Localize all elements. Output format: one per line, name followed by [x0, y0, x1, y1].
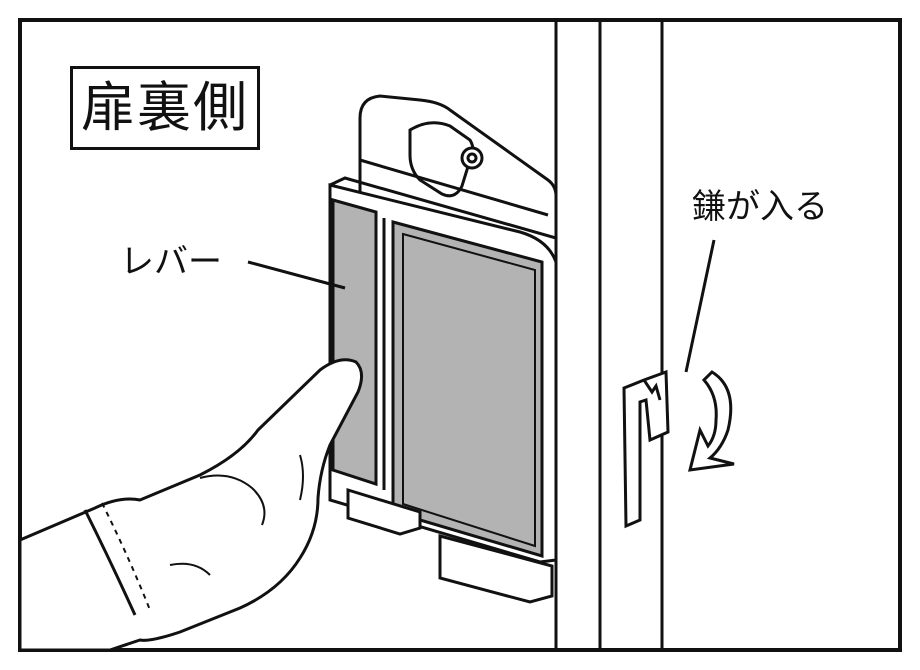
rotation-arrow-icon	[688, 370, 735, 472]
lever-panel-left	[331, 198, 378, 487]
latch-pointer-line	[684, 239, 716, 373]
lock-feet	[346, 487, 554, 604]
latch-label: 鎌が入る	[692, 187, 828, 227]
latch-hook	[622, 369, 670, 529]
page-title: 扉裏側	[81, 76, 249, 139]
lever-label: レバー	[120, 242, 222, 282]
lever-pointer-line	[247, 260, 346, 290]
title-box: 扉裏側	[70, 66, 260, 150]
hand-illustration	[18, 358, 363, 652]
lever-panel-main	[391, 220, 544, 559]
